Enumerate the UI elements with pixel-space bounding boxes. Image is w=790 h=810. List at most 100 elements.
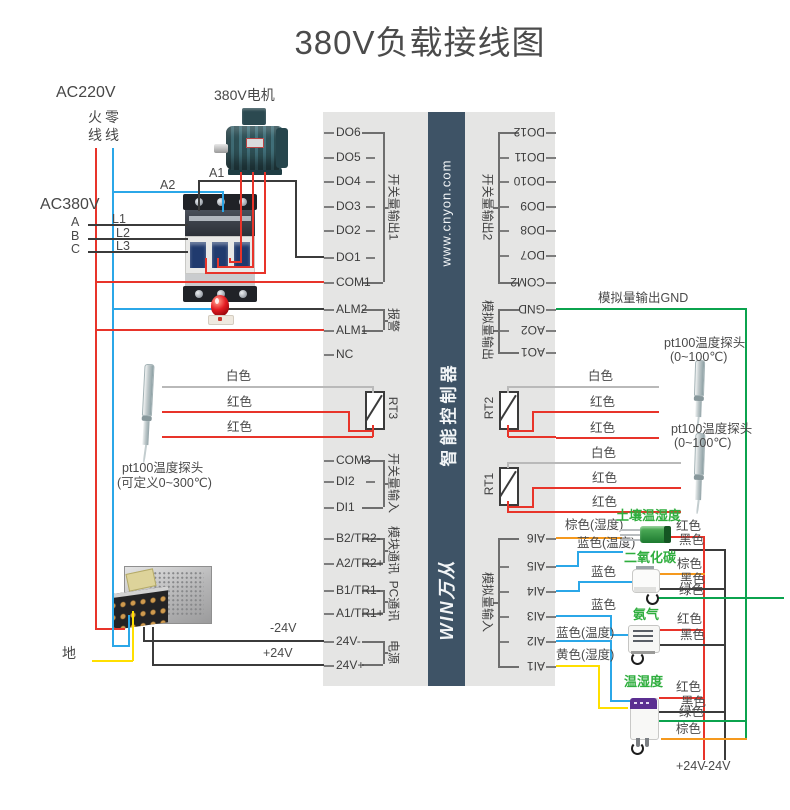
wire <box>264 172 266 274</box>
wire-color-label: 红色 <box>590 421 616 435</box>
psu-terminal-block <box>114 586 168 630</box>
screw-icon <box>239 198 247 206</box>
rt-label: RT3 <box>386 396 400 420</box>
contactor <box>183 192 257 304</box>
wire <box>348 430 373 432</box>
terminal-dash <box>546 309 556 311</box>
wire <box>659 629 705 631</box>
wire-color-label: 红色 <box>677 612 703 626</box>
nh3-slot <box>633 630 653 632</box>
wire-color-label: 蓝色 <box>591 565 617 579</box>
terminal-label: ALM1 <box>336 323 368 337</box>
wire-color-label: 白色 <box>226 369 252 383</box>
bracket-tick <box>383 652 388 654</box>
bracket-stub <box>362 590 383 592</box>
wire <box>610 634 631 636</box>
terminal-stub <box>500 181 509 183</box>
wire-color-label: (0~100℃) <box>674 436 732 450</box>
probe-rod <box>141 363 155 417</box>
controller-url: www.cnyon.com <box>438 159 454 267</box>
bracket-line <box>498 538 500 666</box>
terminal-stub <box>500 591 509 593</box>
wire <box>745 308 747 739</box>
nh3-body <box>628 625 660 653</box>
bracket-stub <box>498 538 519 540</box>
wire <box>556 615 612 617</box>
bracket-stub <box>498 132 519 134</box>
soil-prong <box>620 529 641 531</box>
bracket-stub <box>362 563 383 565</box>
wire <box>295 180 297 258</box>
bracket-stub <box>362 330 383 332</box>
wire <box>295 256 324 258</box>
terminal-stub <box>366 481 375 483</box>
terminal-label: DO10 <box>513 174 545 188</box>
terminal-dash <box>546 330 556 332</box>
probe-tip <box>695 400 702 418</box>
wire <box>162 411 324 413</box>
neutral-wire-label: 零线 <box>105 109 119 143</box>
bracket-stub <box>498 666 519 668</box>
terminal-label: DI2 <box>336 474 355 488</box>
terminal-stub <box>500 616 509 618</box>
terminal-dash <box>324 613 334 615</box>
ac380-label: AC380V <box>40 196 100 213</box>
wire-color-label: A <box>71 215 80 229</box>
terminal-label: DO3 <box>336 199 361 213</box>
wire <box>95 628 125 630</box>
bracket-stub <box>498 282 519 284</box>
terminal-stub <box>366 206 375 208</box>
terminal-label: B2/TR2- <box>336 531 381 545</box>
bracket-tick <box>493 207 498 209</box>
wire <box>659 697 705 699</box>
wire-color-label: A2 <box>160 178 176 192</box>
wire-color-label: 红色 <box>592 495 618 509</box>
terminal-stub <box>366 230 375 232</box>
terminal-dash <box>546 591 556 593</box>
wire <box>507 428 509 437</box>
group-label: 开关量输出1 <box>386 173 401 241</box>
wire <box>128 615 130 646</box>
terminal-dash <box>546 352 556 354</box>
wire-color-label: 红色 <box>592 471 618 485</box>
terminal-label: AO1 <box>520 345 545 359</box>
wire-color-label: L3 <box>116 239 130 253</box>
wire <box>508 511 556 513</box>
wire-color-label: 红色 <box>590 395 616 409</box>
group-label: 开关量输出2 <box>480 173 495 241</box>
terminal-label: DO9 <box>520 199 545 213</box>
wire <box>532 487 556 489</box>
terminal-stub <box>500 641 509 643</box>
contactor-lower-body <box>185 274 255 286</box>
group-label: 电源 <box>386 639 401 665</box>
terminal-label: AI2 <box>526 634 545 648</box>
wire <box>88 251 188 253</box>
wire <box>198 180 200 211</box>
motor-junction-box <box>242 108 266 125</box>
contactor-window <box>234 242 250 268</box>
wire <box>532 411 556 413</box>
page-title: 380V负载接线图 <box>294 24 546 61</box>
wire <box>143 640 324 642</box>
thermistor-rt1 <box>499 467 519 506</box>
wire-color-label: 蓝色(温度) <box>556 626 615 640</box>
terminal-label: AO2 <box>520 323 545 337</box>
terminal-label: NC <box>336 347 354 361</box>
th-probe <box>645 738 649 747</box>
nh3-slot <box>633 635 653 637</box>
bracket-stub <box>362 538 383 540</box>
wire <box>252 172 254 268</box>
wire <box>556 386 659 388</box>
wire-color-label: 棕色(湿度) <box>565 518 624 532</box>
terminal-label: AI4 <box>526 584 545 598</box>
terminal-label: GND <box>518 302 545 316</box>
probe-cable <box>695 499 700 515</box>
terminal-dash <box>546 230 556 232</box>
terminal-dash <box>324 354 334 356</box>
terminal-label: AI1 <box>526 659 545 673</box>
cable-curl-icon <box>631 742 644 755</box>
alarm-highlight <box>215 298 219 304</box>
wire <box>658 597 784 599</box>
pt100-probe-right-top <box>693 359 706 430</box>
